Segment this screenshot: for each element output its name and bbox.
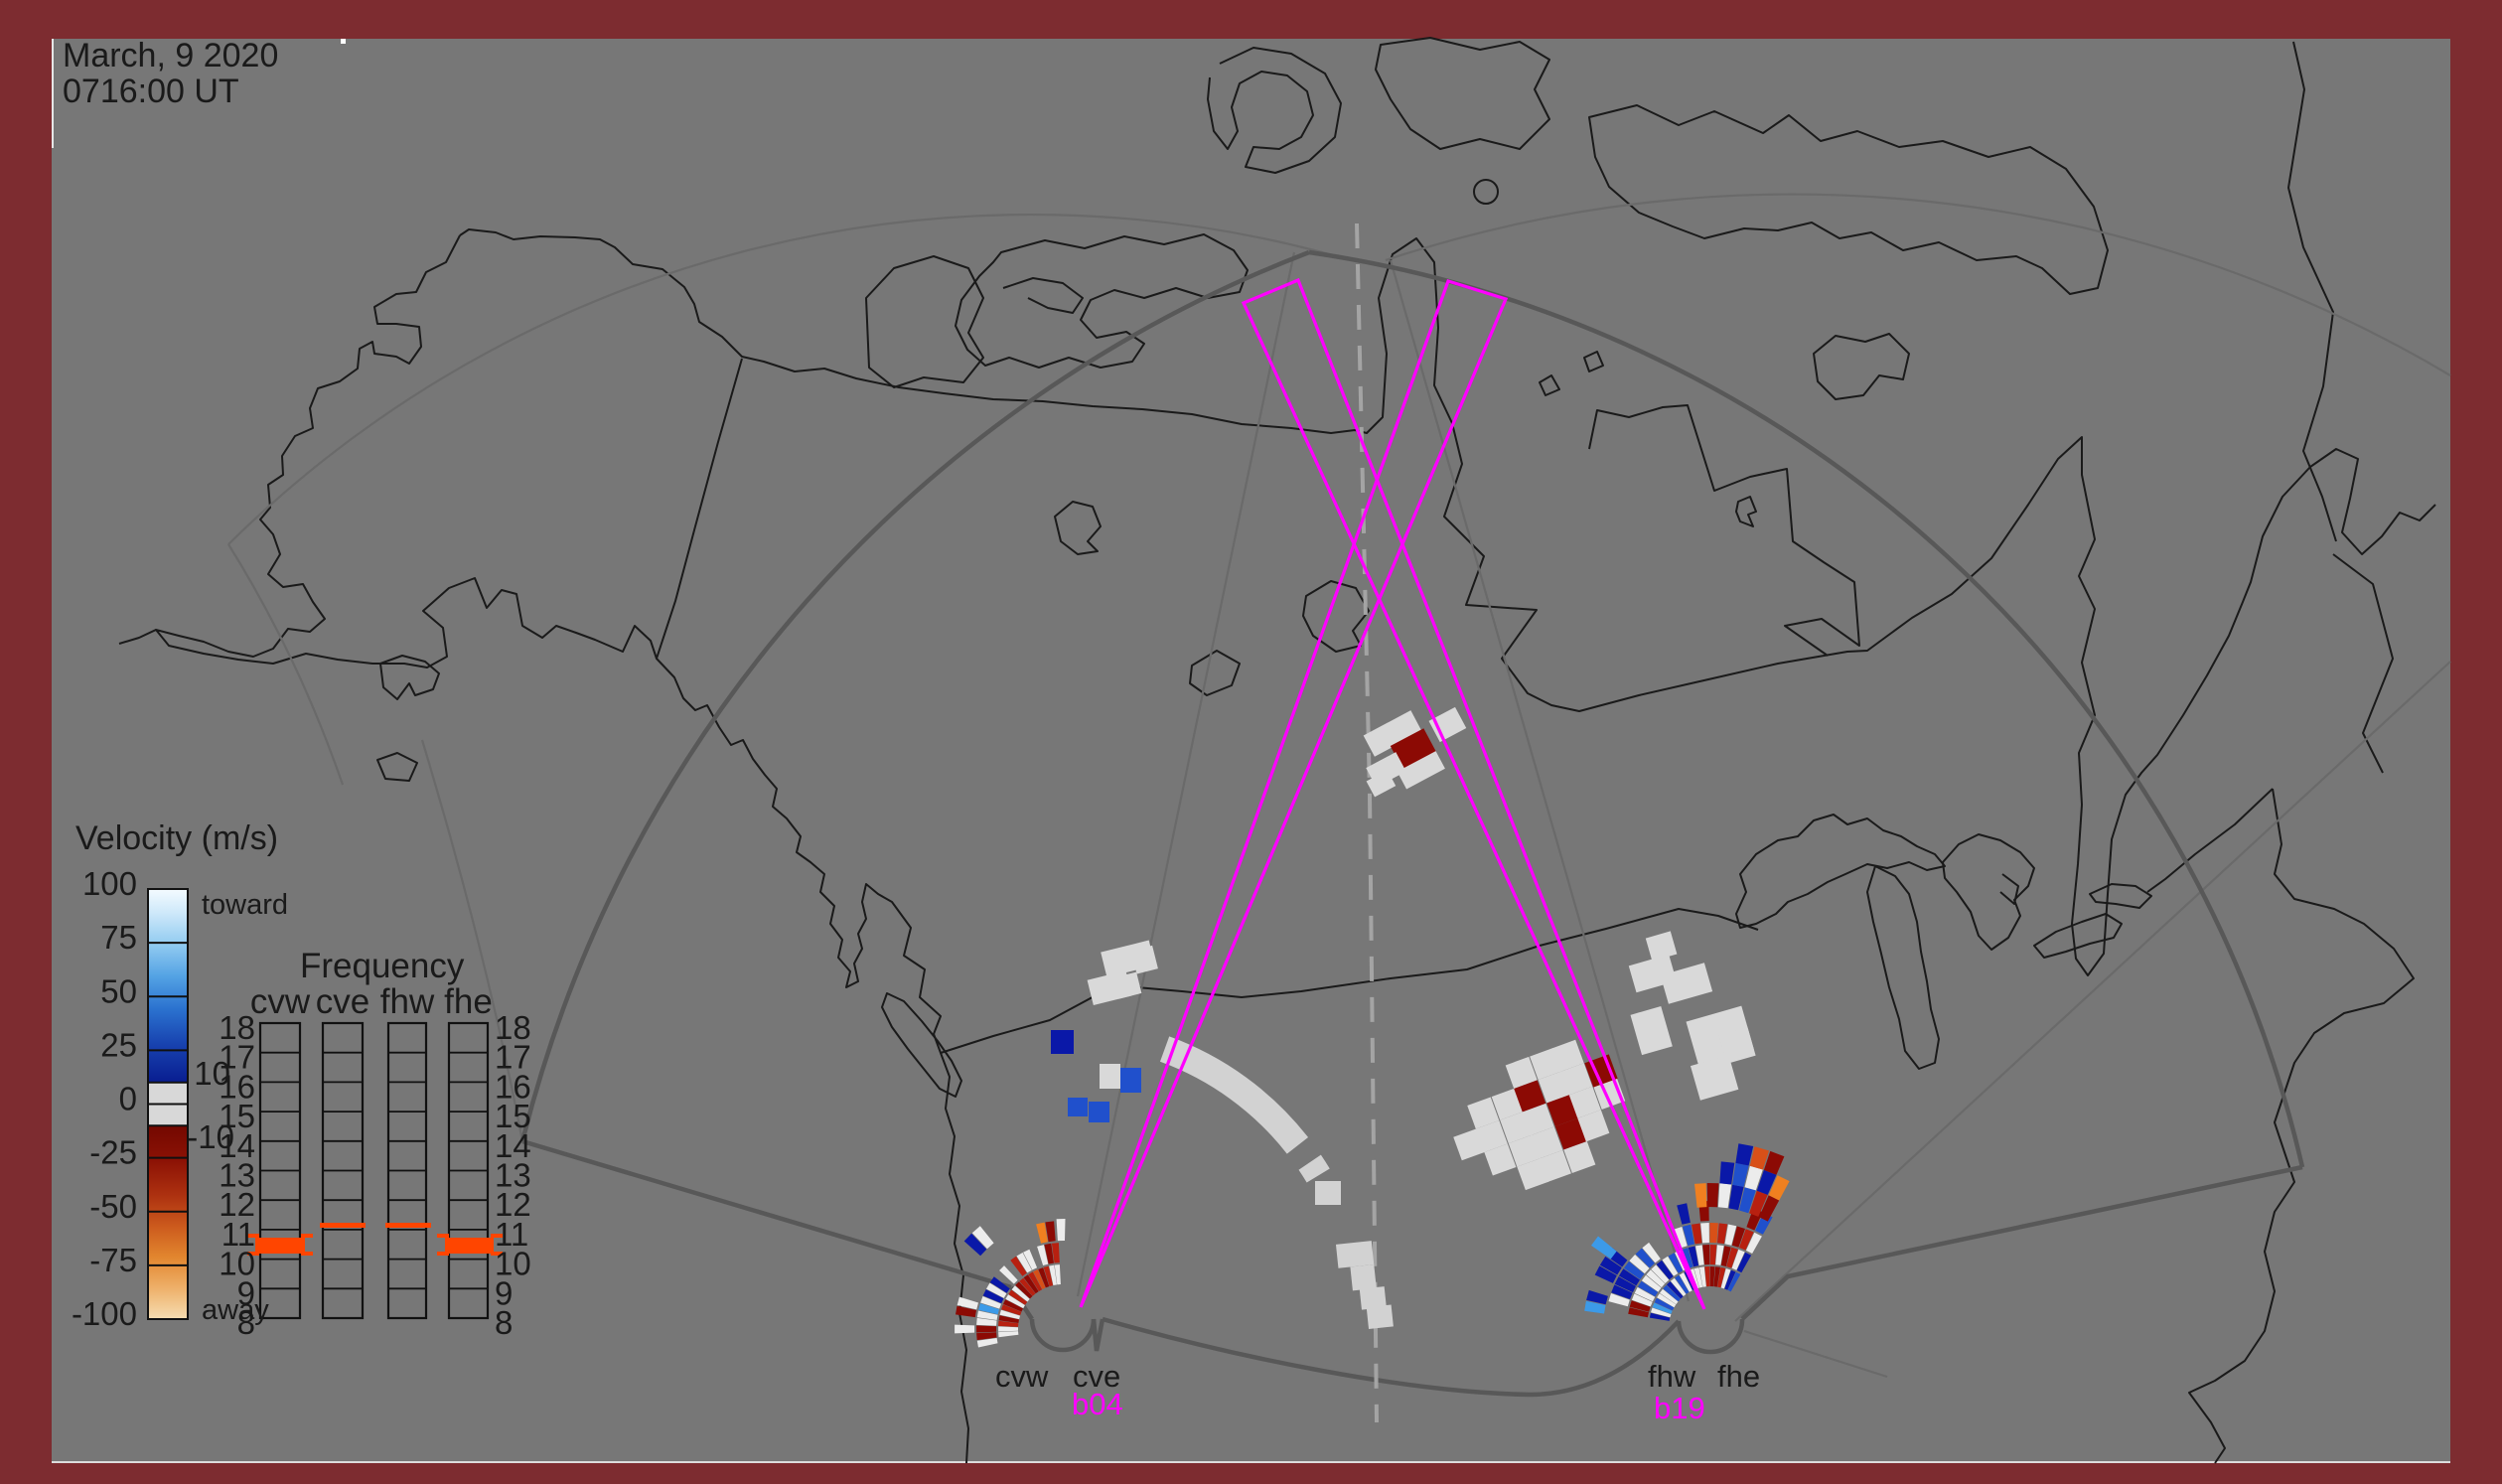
svg-text:away: away [202, 1294, 269, 1326]
svg-text:8: 8 [495, 1304, 513, 1341]
svg-text:17: 17 [495, 1039, 531, 1076]
svg-text:10: 10 [495, 1246, 531, 1282]
svg-text:15: 15 [495, 1098, 531, 1134]
svg-text:-100: -100 [72, 1295, 137, 1332]
svg-text:Velocity (m/s): Velocity (m/s) [75, 819, 278, 857]
svg-text:9: 9 [495, 1274, 513, 1311]
svg-text:9: 9 [237, 1274, 255, 1311]
svg-text:Frequency: Frequency [300, 947, 465, 985]
svg-text:fhe: fhe [1717, 1359, 1760, 1394]
svg-text:12: 12 [495, 1186, 531, 1223]
svg-text:14: 14 [495, 1127, 531, 1164]
svg-text:25: 25 [100, 1026, 137, 1063]
svg-text:fhe: fhe [444, 982, 493, 1021]
svg-text:16: 16 [495, 1068, 531, 1105]
svg-text:fhw: fhw [380, 982, 435, 1021]
svg-text:10: 10 [219, 1246, 255, 1282]
svg-text:15: 15 [219, 1098, 255, 1134]
svg-text:-75: -75 [89, 1242, 137, 1278]
svg-text:March, 9 2020: March, 9 2020 [63, 37, 278, 74]
svg-text:12: 12 [219, 1186, 255, 1223]
svg-text:0716:00 UT: 0716:00 UT [63, 73, 239, 110]
svg-text:fhw: fhw [1648, 1359, 1696, 1394]
svg-text:18: 18 [219, 1009, 255, 1046]
svg-text:8: 8 [237, 1304, 255, 1341]
svg-text:16: 16 [219, 1068, 255, 1105]
svg-text:14: 14 [219, 1127, 255, 1164]
svg-text:13: 13 [219, 1157, 255, 1194]
svg-text:11: 11 [495, 1216, 528, 1253]
svg-text:toward: toward [202, 889, 288, 921]
svg-text:cvw: cvw [995, 1359, 1049, 1394]
svg-text:100: 100 [82, 865, 137, 902]
svg-text:0: 0 [119, 1081, 137, 1117]
svg-text:b04: b04 [1072, 1387, 1123, 1421]
svg-text:cvw: cvw [250, 982, 311, 1021]
svg-text:75: 75 [100, 919, 137, 956]
svg-text:17: 17 [219, 1039, 255, 1076]
svg-text:-25: -25 [89, 1134, 137, 1171]
svg-text:-10: -10 [187, 1118, 234, 1155]
svg-text:cve: cve [1073, 1359, 1120, 1394]
svg-text:11: 11 [221, 1216, 255, 1253]
svg-text:-50: -50 [89, 1188, 137, 1225]
svg-text:b19: b19 [1654, 1391, 1705, 1425]
svg-text:50: 50 [100, 972, 137, 1009]
svg-text:13: 13 [495, 1157, 531, 1194]
svg-text:18: 18 [495, 1009, 531, 1046]
svg-text:10: 10 [194, 1055, 230, 1092]
svg-text:cve: cve [316, 982, 369, 1021]
